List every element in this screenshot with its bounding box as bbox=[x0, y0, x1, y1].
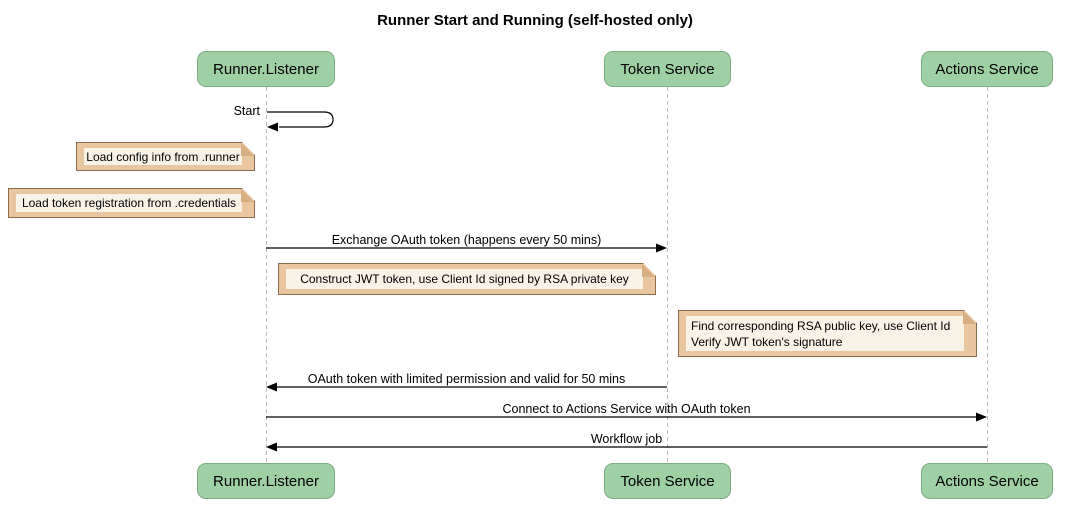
participant-bottom-actions-service: Actions Service bbox=[921, 463, 1053, 499]
self-message-arrowhead-start bbox=[267, 122, 278, 132]
note-text-line-1: Find corresponding RSA public key, use C… bbox=[691, 318, 951, 333]
note-load-config: Load config info from .runner bbox=[76, 142, 255, 171]
note-text-line-2: Verify JWT token's signature bbox=[691, 334, 843, 349]
message-arrowhead-exchange-oauth bbox=[656, 243, 667, 253]
participant-top-runner-listener: Runner.Listener bbox=[197, 51, 335, 87]
participant-bottom-runner-listener: Runner.Listener bbox=[197, 463, 335, 499]
participant-label: Token Service bbox=[620, 472, 715, 490]
message-label-connect-actions: Connect to Actions Service with OAuth to… bbox=[502, 402, 751, 416]
message-arrowhead-oauth-return bbox=[266, 382, 277, 392]
message-label-exchange-oauth: Exchange OAuth token (happens every 50 m… bbox=[331, 233, 602, 247]
note-text: Load token registration from .credential… bbox=[16, 194, 242, 212]
message-arrowhead-workflow-job bbox=[266, 442, 277, 452]
note-construct-jwt: Construct JWT token, use Client Id signe… bbox=[278, 263, 656, 295]
participant-bottom-token-service: Token Service bbox=[604, 463, 731, 499]
message-label-workflow-job: Workflow job bbox=[590, 432, 663, 446]
note-text: Load config info from .runner bbox=[84, 148, 242, 165]
note-verify-jwt: Find corresponding RSA public key, use C… bbox=[678, 310, 977, 357]
self-message-arrow-start bbox=[267, 111, 334, 128]
participant-top-actions-service: Actions Service bbox=[921, 51, 1053, 87]
participant-label: Actions Service bbox=[935, 60, 1039, 78]
note-text: Find corresponding RSA public key, use C… bbox=[686, 316, 964, 351]
diagram-title: Runner Start and Running (self-hosted on… bbox=[377, 12, 693, 29]
participant-label: Runner.Listener bbox=[213, 472, 319, 490]
message-label-oauth-return: OAuth token with limited permission and … bbox=[307, 372, 626, 386]
participant-top-token-service: Token Service bbox=[604, 51, 731, 87]
participant-label: Actions Service bbox=[935, 472, 1039, 490]
participant-label: Token Service bbox=[620, 60, 715, 78]
note-text: Construct JWT token, use Client Id signe… bbox=[286, 269, 643, 289]
message-arrowhead-connect-actions bbox=[976, 412, 987, 422]
message-label-start: Start bbox=[233, 104, 260, 118]
participant-label: Runner.Listener bbox=[213, 60, 319, 78]
note-load-token-registration: Load token registration from .credential… bbox=[8, 188, 255, 218]
